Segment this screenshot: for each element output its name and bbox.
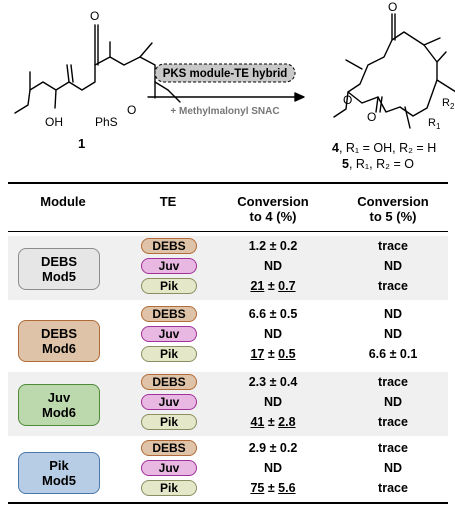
te-pill-juv: Juv [141,326,197,342]
reaction-scheme: PKS module-TE hybrid + Methylmalonyl SNA… [14,0,455,171]
conv5-value: trace [378,481,408,495]
conv5-value: ND [383,307,403,321]
substrate-1-structure [14,24,181,114]
conv4-value: 2.9 ± 0.2 [248,441,298,455]
conv4-value: ND [263,259,283,273]
conv4-value: 1.2 ± 0.2 [248,239,298,253]
product-4-caption: 4, R₁ = OH, R₂ = H [332,141,436,155]
ketone-o-label-2: O [388,0,397,14]
te-pill-debs: DEBS [141,440,197,456]
product-5-caption: 5, R₁, R₂ = O [342,157,414,171]
conv5-value: ND [383,327,403,341]
conv5-value: 6.6 ± 0.1 [368,347,418,361]
te-pill-juv: Juv [141,394,197,410]
te-pill-debs: DEBS [141,238,197,254]
conv5-value: ND [383,259,403,273]
header-module: Module [40,194,86,209]
te-pill-pik: Pik [141,414,197,430]
conv4-value: 41 ± 2.8 [250,415,296,429]
conv5-value: trace [378,441,408,455]
conv4-value: 75 ± 5.6 [250,481,296,495]
te-pill-debs: DEBS [141,374,197,390]
conv4-value: ND [263,395,283,409]
conv4-value: 6.6 ± 0.5 [248,307,298,321]
conv5-value: ND [383,395,403,409]
conv4-value: ND [263,327,283,341]
header-te: TE [159,194,177,209]
conv4-value: 17 ± 0.5 [250,347,296,361]
te-pill-juv: Juv [141,460,197,476]
enzyme-label: PKS module-TE hybrid [163,68,288,80]
conv5-value: trace [378,279,408,293]
oh-label: OH [45,115,63,129]
r1-label: R1 [428,117,441,131]
reagent-label: + Methylmalonyl SNAC [170,106,279,117]
enzyme-box [154,63,296,83]
r2-label: R2 [442,97,455,111]
conv4-value: 2.3 ± 0.4 [248,375,298,389]
conv5-value: trace [378,375,408,389]
te-pill-pik: Pik [141,278,197,294]
ring-o-label: O [343,93,352,107]
table-bottom-rule [8,502,448,504]
conv5-value: trace [378,415,408,429]
table-header-rule [8,231,448,232]
conv5-value: ND [383,461,403,475]
ketone-o-label-1: O [90,9,99,23]
conv4-value: ND [263,461,283,475]
thioester-o-label: O [127,103,136,117]
compound-1-label: 1 [78,136,85,151]
lactone-o-label: O [367,110,376,124]
te-pill-pik: Pik [141,346,197,362]
phs-label: PhS [95,115,118,129]
product-structure [333,13,455,129]
conv5-value: trace [378,239,408,253]
te-pill-juv: Juv [141,258,197,274]
conv4-value: 21 ± 0.7 [250,279,296,293]
te-pill-debs: DEBS [141,306,197,322]
te-pill-pik: Pik [141,480,197,496]
table-top-rule [8,182,448,184]
